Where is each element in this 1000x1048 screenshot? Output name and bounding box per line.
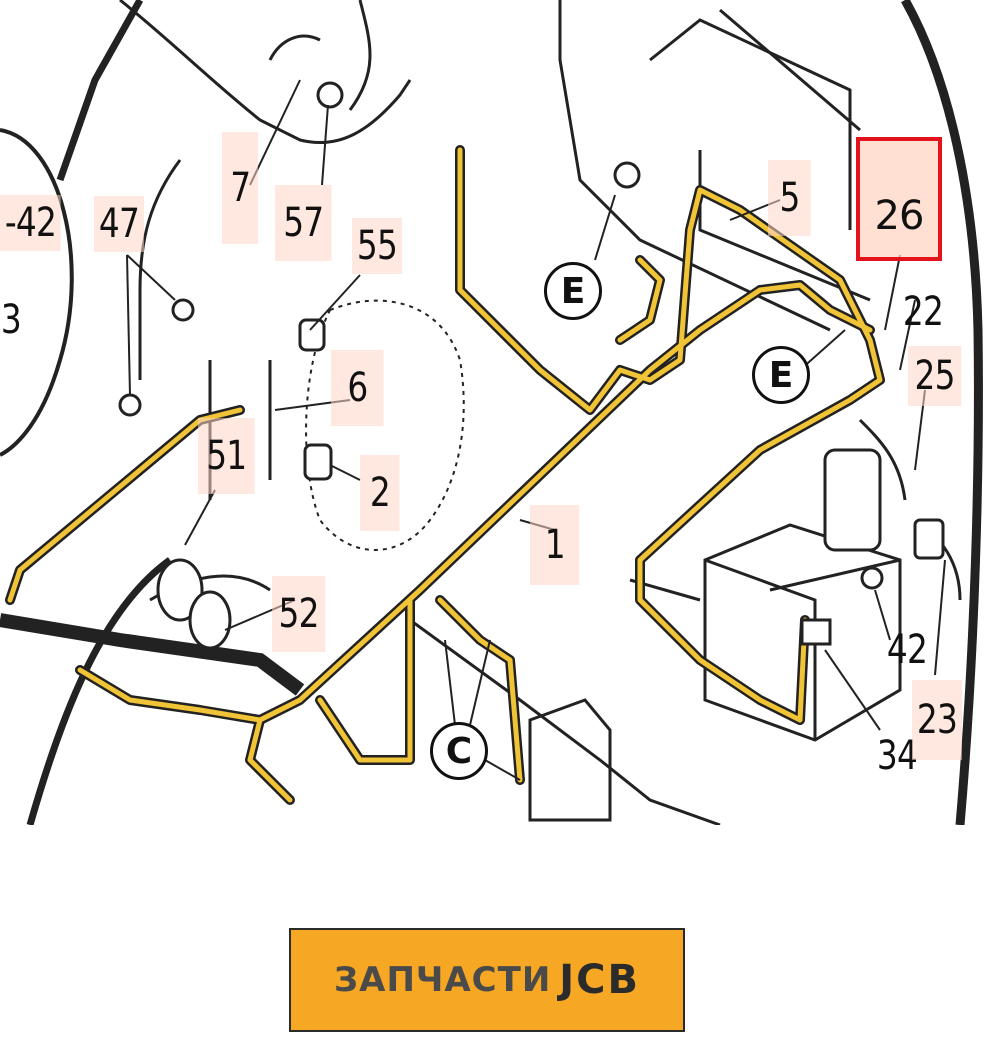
connector-e-label: E	[752, 346, 810, 404]
part-label: 51	[198, 418, 255, 494]
part-label: 7	[222, 132, 259, 244]
grommet-e	[613, 161, 641, 189]
grommet-47	[171, 298, 195, 322]
part-label: 47	[94, 196, 144, 252]
sensor-2	[303, 443, 333, 481]
horn-left	[156, 558, 204, 622]
washer-bottle	[823, 448, 882, 552]
part-label: 22	[902, 289, 944, 335]
grommet-47b	[118, 393, 142, 417]
part-label: 42	[886, 627, 928, 673]
part-label: 34	[876, 733, 918, 779]
horn-right	[188, 590, 232, 650]
logo-text: ЗАПЧАСТИ	[333, 960, 552, 1000]
sensor-55	[298, 318, 326, 352]
part-label: 6	[331, 350, 384, 426]
part-label: 52	[272, 576, 326, 652]
connector-23	[913, 518, 945, 560]
part-label: 23	[912, 680, 962, 760]
grommet-57	[316, 81, 344, 109]
part-label: 57	[275, 185, 332, 261]
terminal-42	[860, 566, 884, 590]
part-label: 25	[908, 346, 962, 406]
logo-banner: ЗАПЧАСТИ JCB	[289, 928, 685, 1032]
highlighted-part-number: 26	[874, 193, 925, 239]
logo-brand: JCB	[559, 957, 641, 1003]
part-label: 55	[352, 218, 402, 274]
part-label: 1	[530, 505, 580, 585]
clamp-34	[800, 618, 832, 646]
wiring-diagram: -42 3 47 7 57 55 6 51 2 52 1 5 22 25 42 …	[0, 0, 983, 825]
part-label: 3	[0, 297, 22, 343]
connector-c-label: C	[430, 722, 488, 780]
harness-lines	[5, 145, 885, 805]
part-label: -42	[0, 195, 61, 251]
components	[118, 81, 945, 650]
highlighted-part-label[interactable]: 26	[856, 137, 942, 261]
diagram-drawing	[0, 0, 983, 825]
part-label: 5	[768, 160, 812, 236]
connector-e-label: E	[544, 262, 602, 320]
part-label: 2	[360, 455, 400, 531]
